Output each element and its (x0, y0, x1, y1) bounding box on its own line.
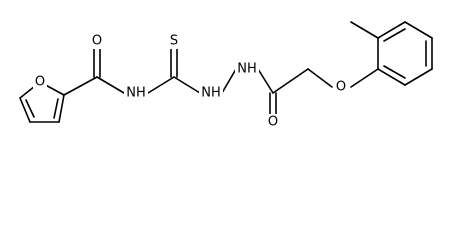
atom-label-carbonyl1-o: O (92, 34, 102, 49)
atom-label-hydrazide-nh1: NH (201, 86, 221, 101)
atom-furan-oxygen: O (33, 74, 47, 90)
atom-carbonyl2-oxygen: O (266, 114, 280, 130)
atom-label-hydrazide-nh2: NH (237, 62, 257, 77)
bond-furan-c2-c3 (58, 94, 65, 123)
atom-thio-sulfur: S (167, 33, 181, 49)
bond-furan-c4-c5-inner (25, 99, 35, 118)
bond-nh-carbonyl2 (257, 68, 274, 94)
atom-hydrazide-nh1: NH (199, 85, 223, 101)
atom-label-carbonyl2-o: O (268, 115, 278, 130)
bond-furan-c4-c5 (19, 97, 31, 123)
bond-ether-o-aryl (350, 68, 379, 88)
bond-ring-2-3 (377, 21, 406, 39)
bond-ring-methyl (350, 21, 379, 39)
bond-nh-nh (221, 68, 237, 94)
atom-label-furan-o: O (35, 75, 45, 90)
atom-label-thio-s: S (170, 34, 178, 49)
bond-ring-inner-c (383, 65, 406, 79)
furan-ring (19, 81, 65, 123)
atom-ether-oxygen: O (334, 79, 348, 95)
bond-furan-c2-carbonyl (63, 76, 98, 96)
atom-hydrazide-nh2: NH (235, 61, 259, 77)
atom-label-ether-o: O (336, 80, 346, 95)
bond-n-thio-c (147, 76, 175, 94)
bond-ring-6-1 (377, 68, 406, 86)
bond-furan-c2-c3-inner (53, 98, 59, 119)
bond-thio-c-nh (173, 76, 201, 94)
molecule-structure: O O NH S NH NH O O (19, 21, 433, 130)
atom-carbonyl1-oxygen: O (90, 33, 104, 49)
bond-ring-3-4 (404, 21, 433, 39)
atom-label-amide-nh: NH (126, 86, 146, 101)
atom-amide-nh: NH (124, 85, 148, 101)
bond-ch2-ether-o (307, 68, 333, 88)
bond-ring-inner-a (383, 28, 406, 42)
structure-canvas: O O NH S NH NH O O (19, 21, 433, 130)
bond-carbonyl1-n (96, 76, 125, 94)
benzene-ring (377, 21, 433, 86)
bond-ring-5-6 (404, 68, 433, 86)
bond-carbonyl2-ch2 (272, 68, 309, 94)
